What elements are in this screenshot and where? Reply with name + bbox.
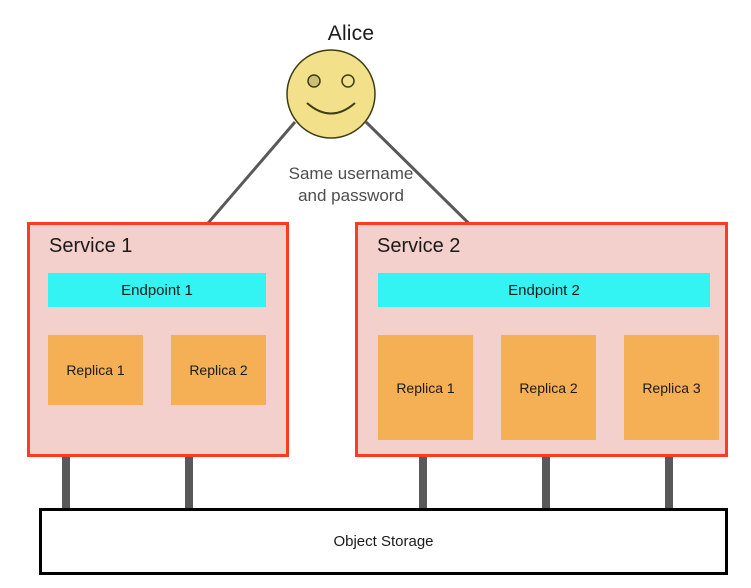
service-2-replica-1[interactable]: Replica 1 (378, 335, 473, 440)
service-box-1[interactable]: Service 1 Endpoint 1 Replica 1 Replica 2 (27, 222, 289, 457)
actor-label: Alice (327, 22, 375, 45)
service-box-2[interactable]: Service 2 Endpoint 2 Replica 1 Replica 2… (355, 222, 728, 457)
arrow-caption-line-1: Same username (288, 164, 414, 183)
service-1-title: Service 1 (49, 235, 133, 257)
connector-s2-replica-1-storage (419, 435, 427, 510)
connector-s2-replica-2-storage (542, 435, 550, 510)
service-1-replica-2[interactable]: Replica 2 (171, 335, 266, 405)
service-2-title: Service 2 (377, 235, 461, 257)
arrow-caption-line-2: and password (298, 186, 404, 205)
endpoint-1[interactable]: Endpoint 1 (48, 273, 266, 307)
service-2-replica-2[interactable]: Replica 2 (501, 335, 596, 440)
connector-s2-replica-3-storage (665, 435, 673, 510)
service-2-replica-3[interactable]: Replica 3 (624, 335, 719, 440)
service-1-replica-1[interactable]: Replica 1 (48, 335, 143, 405)
arrow-caption: Same username and password (231, 163, 471, 207)
object-storage-box[interactable]: Object Storage (39, 508, 728, 575)
smiley-face-icon (286, 49, 376, 139)
endpoint-2[interactable]: Endpoint 2 (378, 273, 710, 307)
